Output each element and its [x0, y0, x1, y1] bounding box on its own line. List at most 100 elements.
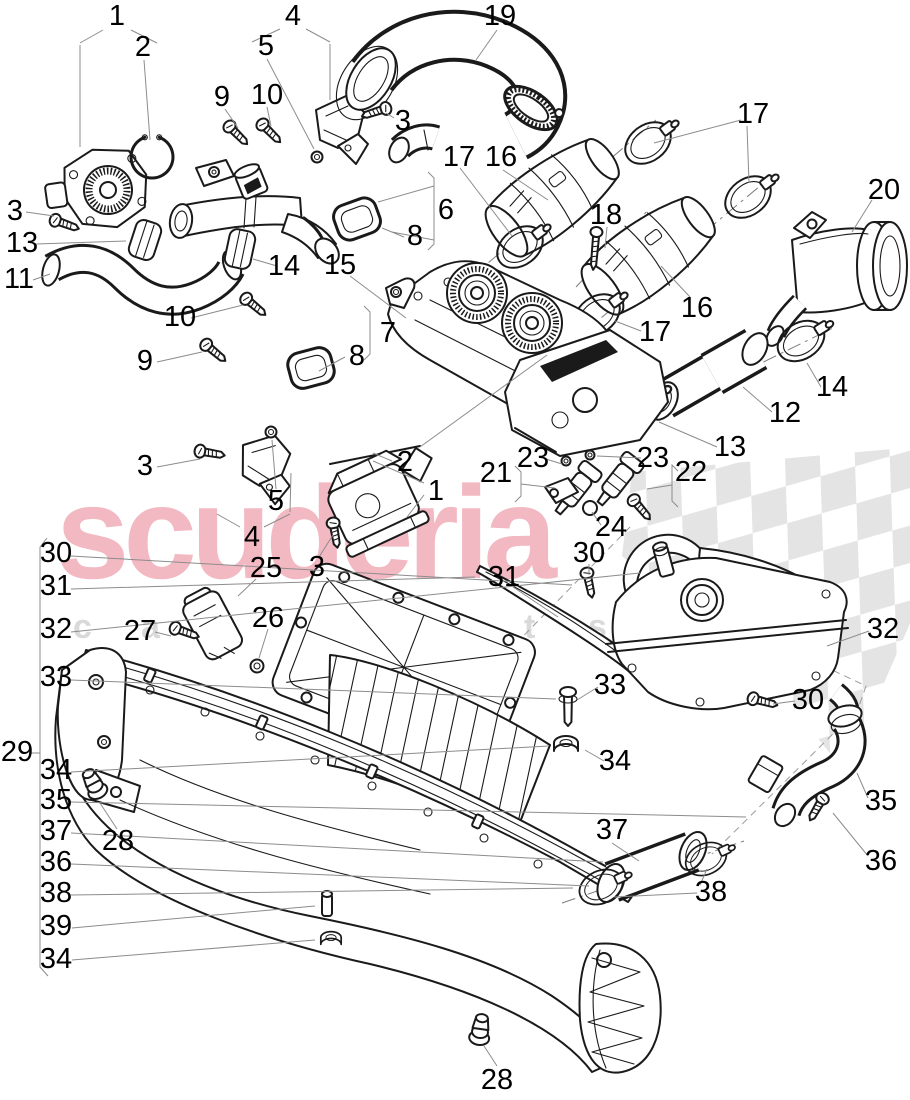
part-callout-1-31: 1 — [428, 475, 444, 507]
solenoid-part1-lower — [327, 446, 433, 558]
hose-sleeve-part13 — [125, 216, 165, 264]
part-callout-36-57: 36 — [40, 846, 72, 878]
part-callout-38-62: 38 — [695, 876, 727, 908]
clamp-part17-c — [716, 159, 790, 228]
throttle-body-part7 — [385, 261, 669, 457]
part-callout-35-54: 35 — [40, 784, 72, 816]
clamp-part17-b — [616, 105, 690, 174]
seal-ring-part26 — [249, 658, 265, 674]
part-callout-34-51: 34 — [40, 754, 72, 786]
washer-part23-a — [560, 455, 572, 467]
part-callout-31-42: 31 — [40, 570, 72, 602]
part-callout-33-48: 33 — [40, 661, 72, 693]
washer-part5-upper-inner — [313, 153, 321, 161]
part-callout-22-36: 22 — [675, 456, 707, 488]
part-callout-29-50: 29 — [1, 736, 33, 768]
grommet-part34-mid — [553, 735, 579, 752]
screw-part9-upper — [219, 116, 253, 150]
leader-lines — [25, 28, 873, 1067]
part-callout-28-66: 28 — [481, 1064, 513, 1096]
part-callout-27-47: 27 — [124, 615, 156, 647]
intake-manifold-part29 — [54, 647, 662, 1074]
part-callout-18-11: 18 — [590, 199, 622, 231]
part-callout-23-34: 23 — [637, 442, 669, 474]
seal-ring-part26-inner — [253, 662, 261, 670]
part-callout-3-29: 3 — [137, 450, 153, 482]
part-callout-28-65: 28 — [102, 825, 134, 857]
part-callout-30-53: 30 — [792, 684, 824, 716]
part-callout-19-4: 19 — [484, 0, 516, 32]
part-callout-32-45: 32 — [40, 613, 72, 645]
part-callout-20-19: 20 — [868, 174, 900, 206]
part-callout-38-61: 38 — [40, 877, 72, 909]
washer-part5-lower — [264, 425, 278, 439]
subtext-letter-1: a — [141, 608, 161, 646]
part-callout-10-6: 10 — [251, 79, 283, 111]
washer-part23-b — [584, 449, 596, 461]
intake-hose-part19 — [335, 9, 568, 164]
outlet-hose-part35 — [747, 704, 867, 828]
part-callout-4-2: 4 — [285, 0, 301, 32]
thermostat-part1 — [44, 148, 148, 229]
part-callout-8-13: 8 — [407, 220, 423, 252]
artwork-layer — [41, 9, 908, 1074]
part-callout-24-38: 24 — [595, 511, 627, 543]
part-callout-16-24: 16 — [681, 292, 713, 324]
part-callout-31-44: 31 — [488, 561, 520, 593]
part-callout-23-33: 23 — [517, 442, 549, 474]
part-callout-35-58: 35 — [865, 785, 897, 817]
gasket-part8-lower — [286, 346, 336, 390]
part-callout-11-16: 11 — [4, 263, 34, 295]
part-callout-21-35: 21 — [480, 457, 512, 489]
part-callout-13-28: 13 — [714, 431, 746, 463]
hose-sleeve-part14 — [222, 226, 258, 272]
part-callout-25-39: 25 — [250, 552, 282, 584]
part-callout-10-20: 10 — [164, 301, 196, 333]
part-callout-2-1: 2 — [135, 31, 151, 63]
part-callout-5-32: 5 — [268, 485, 284, 517]
part-callout-37-56: 37 — [40, 815, 72, 847]
part-callout-26-46: 26 — [252, 602, 284, 634]
part-callout-37-59: 37 — [596, 814, 628, 846]
o-ring-part2 — [129, 134, 175, 180]
screw-part9-mid — [196, 335, 231, 367]
part-callout-3-14: 3 — [7, 195, 23, 227]
bolt-part33-mid — [558, 686, 578, 727]
part-callout-2-30: 2 — [397, 446, 413, 478]
part-callout-15-18: 15 — [324, 249, 356, 281]
part-callout-17-8: 17 — [737, 98, 769, 130]
subtext-letter-6: t — [524, 608, 535, 646]
injector-bracket-hole — [549, 488, 559, 498]
part-callout-17-9: 17 — [443, 141, 475, 173]
part-callout-7-21: 7 — [380, 317, 396, 349]
part-callout-3-7: 3 — [395, 105, 411, 137]
part-callout-16-10: 16 — [485, 141, 517, 173]
part-callout-33-52: 33 — [594, 669, 626, 701]
part-callout-14-26: 14 — [816, 371, 848, 403]
part-callout-5-3: 5 — [258, 30, 274, 62]
outlet-pipe-part20 — [765, 211, 908, 347]
part-callout-30-41: 30 — [40, 537, 72, 569]
part-callout-6-12: 6 — [438, 194, 454, 226]
seal-ring-part24 — [582, 500, 598, 516]
air-filter-box-part32 — [605, 533, 860, 719]
part-callout-12-27: 12 — [769, 397, 801, 429]
part-callout-39-63: 39 — [40, 910, 72, 942]
part-callout-30-43: 30 — [573, 537, 605, 569]
part-callout-9-22: 9 — [137, 345, 153, 377]
washer-part5-lower-inner — [267, 428, 275, 436]
part-callout-36-60: 36 — [865, 845, 897, 877]
part-callout-1-0: 1 — [109, 0, 125, 32]
water-pipe-assembly — [168, 159, 340, 265]
washer-part23-a-inner — [563, 458, 569, 464]
stud-part39 — [321, 890, 333, 917]
part-callout-14-17: 14 — [268, 250, 300, 282]
part-callout-13-15: 13 — [6, 227, 38, 259]
bolt-part28-bottom — [467, 1011, 494, 1048]
washer-part5-upper — [310, 150, 324, 164]
finned-block — [327, 654, 551, 836]
part-callout-4-37: 4 — [244, 521, 260, 553]
